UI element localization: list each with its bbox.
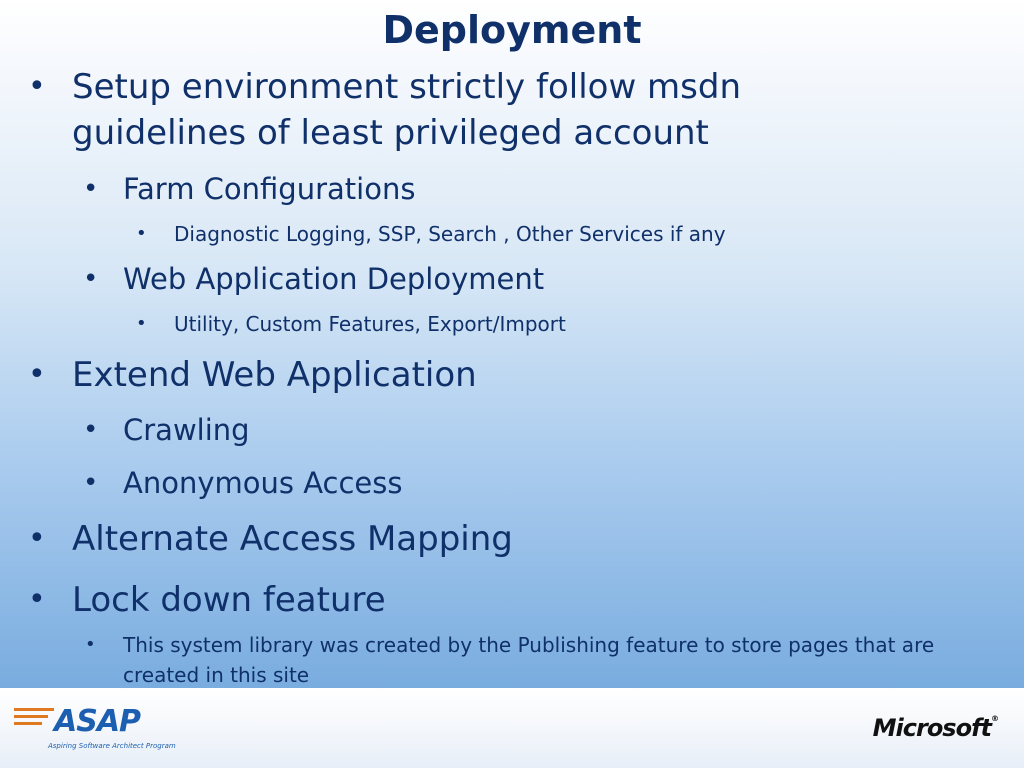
bullet-text: Extend Web Application (72, 355, 477, 395)
bullet-level1: • Alternate Access Mapping (28, 516, 513, 562)
asap-logo: ASAP Aspiring Software Architect Program (14, 702, 176, 752)
slide: Deployment • Setup environment strictly … (0, 0, 1024, 688)
bullet-level2: • Crawling (83, 411, 250, 449)
bullet-dot: • (28, 357, 46, 392)
bullet-dot: • (85, 634, 96, 655)
bullet-dot: • (28, 582, 46, 617)
bullet-text: guidelines of least privileged account (72, 113, 709, 153)
bullet-text: Utility, Custom Features, Export/Import (174, 312, 566, 336)
bullet-text: created in this site (123, 663, 310, 687)
asap-tagline: Aspiring Software Architect Program (48, 742, 176, 750)
bullet-text: Farm Configurations (123, 172, 416, 206)
bullet-text: Lock down feature (72, 580, 386, 620)
bullet-level2: • Farm Configurations (83, 170, 416, 208)
bullet-dot: • (136, 313, 147, 334)
bullet-level3: • Utility, Custom Features, Export/Impor… (136, 310, 566, 338)
bullet-text: Diagnostic Logging, SSP, Search , Other … (174, 222, 726, 246)
bullet-text: This system library was created by the P… (123, 633, 935, 657)
bullet-dot: • (83, 468, 99, 498)
bullet-dot: • (28, 69, 46, 104)
footer: ASAP Aspiring Software Architect Program… (0, 688, 1024, 768)
microsoft-logo-text: Microsoft (872, 714, 992, 742)
bullet-level2: • Anonymous Access (83, 464, 403, 502)
bullet-level1: • Setup environment strictly follow msdn… (28, 64, 742, 156)
bullet-text: Crawling (123, 413, 250, 447)
asap-stripes-icon (14, 708, 58, 730)
bullet-dot: • (136, 223, 147, 244)
bullet-dot: • (83, 415, 99, 445)
bullet-text: Web Application Deployment (123, 262, 545, 296)
slide-title: Deployment (382, 8, 642, 52)
bullet-text: Alternate Access Mapping (72, 519, 513, 559)
bullet-level2: • Web Application Deployment (83, 260, 545, 298)
bullet-level3: • This system library was created by the… (85, 630, 983, 690)
asap-logo-text: ASAP (54, 704, 141, 739)
microsoft-logo: Microsoft® (872, 714, 999, 742)
bullet-text: Setup environment strictly follow msdn (72, 67, 742, 107)
bullet-level3: • Diagnostic Logging, SSP, Search , Othe… (136, 220, 726, 248)
bullet-dot: • (83, 174, 99, 204)
bullet-level1: • Extend Web Application (28, 352, 477, 398)
bullet-dot: • (28, 521, 46, 556)
bullet-level1: • Lock down feature (28, 577, 386, 623)
registered-mark: ® (991, 714, 999, 723)
bullet-dot: • (83, 264, 99, 294)
bullet-text: Anonymous Access (123, 466, 403, 500)
